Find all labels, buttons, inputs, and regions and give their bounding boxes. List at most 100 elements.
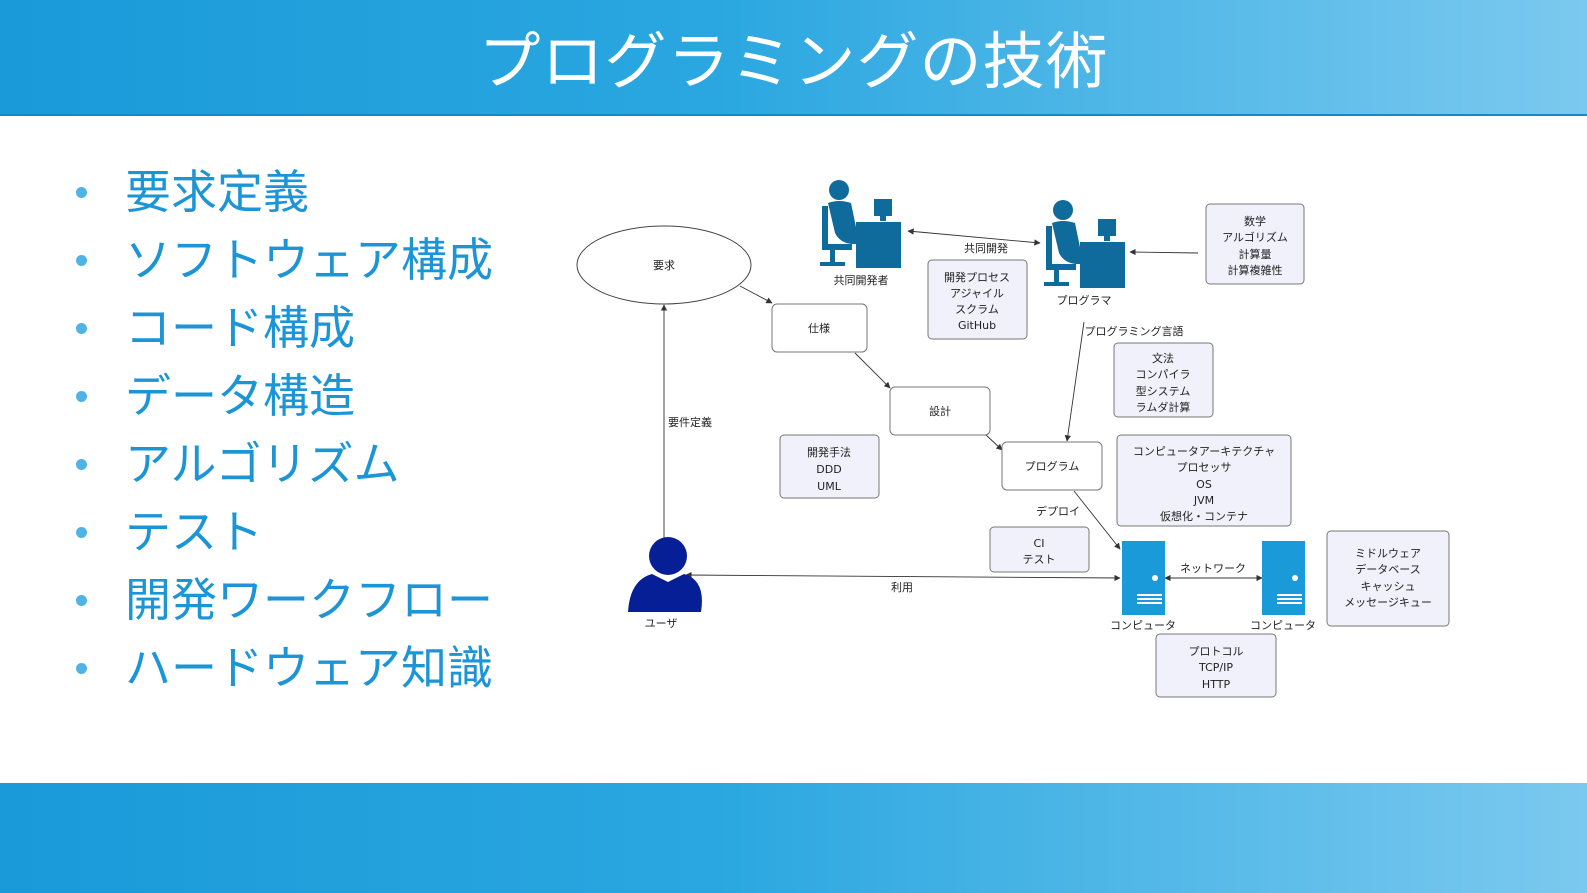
note-line: プロセッサ (1177, 461, 1232, 474)
bullet-dot-icon (76, 595, 87, 606)
note-line: UML (817, 480, 842, 493)
bullet-text: 開発ワークフロー (125, 573, 493, 627)
note-line: テスト (1023, 553, 1056, 566)
note-line: 数学 (1244, 214, 1266, 228)
note-ci: CI テスト (989, 526, 1090, 573)
programmer-label: プログラマ (1057, 293, 1112, 307)
bullet-text: コード構成 (125, 301, 355, 355)
bullet-dot-icon (76, 459, 87, 470)
edge-label-programming-language: プログラミング言語 (1085, 324, 1184, 338)
note-line: コンピュータアーキテクチャ (1133, 445, 1275, 458)
note-math: 数学 アルゴリズム 計算量 計算複雑性 (1205, 203, 1305, 285)
bullet-item: データ構造 (72, 364, 493, 432)
edge-co-development (907, 228, 1041, 246)
computer-2-node: コンピュータ (1250, 541, 1316, 632)
note-line: 開発手法 (807, 445, 851, 459)
computer-1-label: コンピュータ (1110, 619, 1176, 632)
co-developer-node: 共同開発者 (820, 180, 901, 287)
edge-label-usage: 利用 (891, 581, 913, 594)
co-developer-label: 共同開発者 (834, 273, 889, 287)
note-line: HTTP (1202, 678, 1231, 691)
note-line: JVM (1193, 494, 1214, 507)
user-person-icon (628, 537, 702, 612)
edge-programmer-to-program (1064, 321, 1085, 442)
note-line: スクラム (955, 303, 999, 316)
bullet-text: アルゴリズム (125, 437, 400, 491)
note-protocol: プロトコル TCP/IP HTTP (1155, 633, 1277, 698)
edge-requirement-to-spec (739, 285, 773, 304)
developer-at-desk-icon (820, 180, 901, 268)
edge-label-deploy: デプロイ (1036, 504, 1080, 518)
note-line: コンパイラ (1136, 368, 1191, 381)
note-line: 文法 (1152, 351, 1174, 365)
spec-node: 仕様 (771, 303, 868, 353)
edge-label-requirement-definition: 要件定義 (668, 415, 712, 429)
requirement-label: 要求 (653, 259, 675, 272)
note-line: プロトコル (1189, 645, 1244, 658)
bullet-dot-icon (76, 323, 87, 334)
bullet-item: テスト (72, 500, 493, 568)
edge-label-co-development: 共同開発 (964, 241, 1008, 255)
note-line: アジャイル (950, 287, 1004, 300)
bullet-dot-icon (76, 187, 87, 198)
edge-deploy (1073, 490, 1121, 550)
note-line: GitHub (958, 319, 996, 332)
bullet-list: 要求定義 ソフトウェア構成 コード構成 データ構造 アルゴリズム テスト 開発ワ… (72, 160, 493, 704)
requirement-node: 要求 (576, 225, 752, 305)
bullet-item: コード構成 (72, 296, 493, 364)
bullet-dot-icon (76, 391, 87, 402)
bullet-item: ソフトウェア構成 (72, 228, 493, 296)
note-line: 仮想化・コンテナ (1160, 509, 1248, 523)
note-line: 計算量 (1239, 247, 1272, 261)
user-node: ユーザ (628, 537, 702, 630)
note-line: DDD (816, 463, 841, 476)
note-line: アルゴリズム (1222, 230, 1288, 244)
bullet-text: データ構造 (125, 369, 355, 423)
edge-math-to-programmer (1129, 248, 1199, 256)
note-architecture: コンピュータアーキテクチャ プロセッサ OS JVM 仮想化・コンテナ (1116, 434, 1292, 527)
note-line: 開発プロセス (944, 270, 1010, 284)
bullet-item: ハードウェア知識 (72, 636, 493, 704)
bullet-item: 要求定義 (72, 160, 493, 228)
note-line: TCP/IP (1198, 661, 1233, 674)
bullet-text: ソフトウェア構成 (125, 233, 493, 287)
bullet-text: 要求定義 (125, 165, 309, 219)
server-icon (1262, 541, 1305, 615)
note-line: データベース (1355, 562, 1420, 576)
computer-2-label: コンピュータ (1250, 619, 1316, 632)
edge-label-network: ネットワーク (1180, 562, 1246, 575)
programmer-node: プログラマ (1044, 200, 1125, 307)
computer-1-node: コンピュータ (1110, 541, 1176, 632)
note-line: メッセージキュー (1344, 596, 1432, 609)
note-line: OS (1196, 478, 1212, 491)
bullet-dot-icon (76, 255, 87, 266)
note-middleware: ミドルウェア データベース キャッシュ メッセージキュー (1326, 530, 1450, 627)
program-node: プログラム (1001, 441, 1103, 491)
note-line: 計算複雑性 (1228, 263, 1283, 277)
slide-title: プログラミングの技術 (478, 25, 1109, 98)
slide-footer (0, 783, 1587, 893)
bullet-dot-icon (76, 527, 87, 538)
note-line: 型システム (1136, 384, 1191, 398)
edge-usage (685, 571, 1121, 582)
program-label: プログラム (1025, 459, 1080, 473)
user-label: ユーザ (645, 617, 678, 630)
server-icon (1122, 541, 1165, 615)
edge-design-to-program (984, 433, 1003, 451)
bullet-item: 開発ワークフロー (72, 568, 493, 636)
note-process: 開発プロセス アジャイル スクラム GitHub (927, 259, 1028, 340)
note-line: キャッシュ (1361, 580, 1416, 593)
note-language: 文法 コンパイラ 型システム ラムダ計算 (1113, 342, 1214, 418)
note-design-method: 開発手法 DDD UML (779, 434, 880, 499)
bullet-text: ハードウェア知識 (125, 641, 493, 695)
note-line: ミドルウェア (1355, 547, 1421, 560)
design-label: 設計 (929, 404, 951, 418)
slide-header: プログラミングの技術 (0, 0, 1587, 116)
note-line: ラムダ計算 (1136, 400, 1191, 414)
design-node: 設計 (889, 386, 991, 436)
bullet-dot-icon (76, 663, 87, 674)
developer-at-desk-icon (1044, 200, 1125, 288)
bullet-item: アルゴリズム (72, 432, 493, 500)
spec-label: 仕様 (808, 321, 830, 335)
